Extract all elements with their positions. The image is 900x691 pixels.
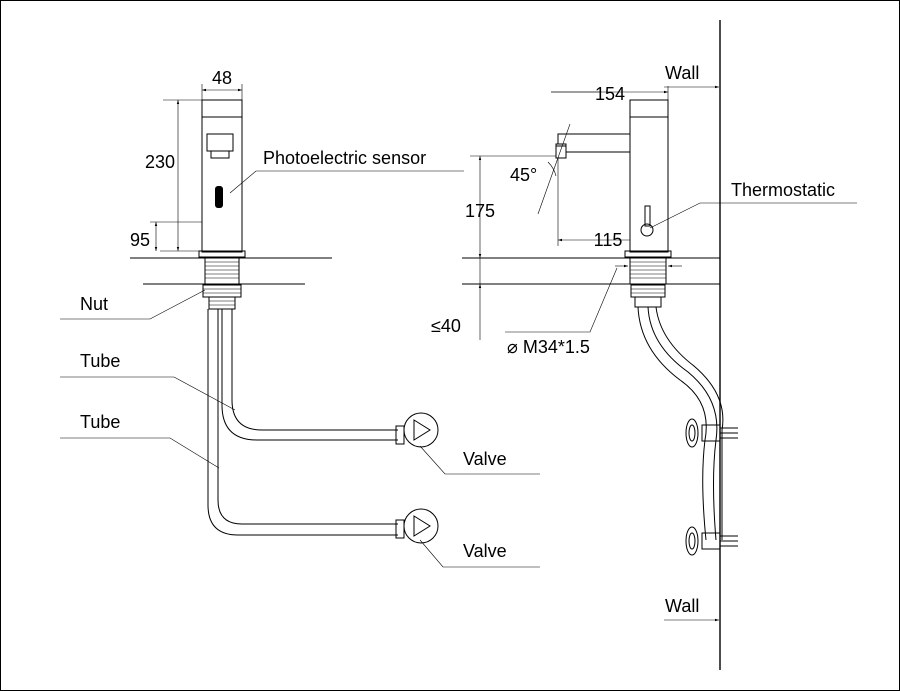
- dimension-thread: ⌀ M34*1.5: [505, 264, 682, 357]
- dimension-175: 175: [465, 155, 556, 258]
- hose-side: [637, 306, 724, 541]
- tube-upper-label: Tube: [80, 351, 120, 371]
- dim-48-text: 48: [212, 68, 232, 88]
- base-flange-side: [624, 250, 672, 258]
- dim-115-text: 115: [594, 230, 623, 250]
- nut-front: [202, 284, 242, 310]
- dimension-154: 154: [551, 84, 669, 104]
- thermostatic-label: Thermostatic: [731, 180, 835, 200]
- nut-label: Nut: [80, 294, 108, 314]
- dimension-95: 95: [130, 221, 202, 251]
- faucet-body-side: [629, 99, 669, 253]
- dim-40-text: ≤40: [431, 316, 461, 336]
- wall-connector-lower: [685, 526, 738, 556]
- dimension-115: 115: [557, 158, 630, 250]
- threaded-shank-front: [204, 257, 240, 285]
- faucet-body-front: [201, 99, 243, 253]
- tube-upper: [221, 309, 398, 441]
- dim-thread-text: ⌀ M34*1.5: [507, 337, 590, 357]
- dimension-48: 48: [201, 68, 243, 100]
- valve-upper-label: Valve: [463, 449, 507, 469]
- thermostatic-knob: [640, 205, 654, 237]
- wall-label-bottom: Wall: [665, 596, 699, 616]
- dimension-230: 230: [145, 99, 202, 252]
- photoelectric-sensor-label: Photoelectric sensor: [263, 148, 426, 168]
- side-view: Wall Wall: [431, 20, 857, 670]
- tube-lower-label: Tube: [80, 412, 120, 432]
- wall-connector-upper: [685, 418, 738, 448]
- base-flange: [198, 250, 246, 258]
- spout: [557, 133, 630, 153]
- wall-label-top: Wall: [665, 63, 699, 83]
- dim-154-text: 154: [595, 84, 625, 104]
- tube-lower: [207, 309, 398, 536]
- dim-230-text: 230: [145, 152, 175, 172]
- dimension-40: ≤40: [431, 258, 482, 340]
- dim-95-text: 95: [130, 230, 150, 250]
- front-view: 48 230 95 Photoelectric sensor Nut Tube …: [60, 68, 540, 568]
- dimension-45-degree: 45°: [510, 123, 571, 215]
- valve-lower: [395, 508, 439, 544]
- threaded-shank-side: [629, 257, 667, 308]
- valve-upper: [395, 412, 439, 448]
- photoelectric-sensor: [215, 186, 223, 208]
- dim-45-text: 45°: [510, 165, 537, 185]
- valve-lower-label: Valve: [463, 541, 507, 561]
- head-detail: [206, 133, 234, 152]
- dim-175-text: 175: [465, 201, 495, 221]
